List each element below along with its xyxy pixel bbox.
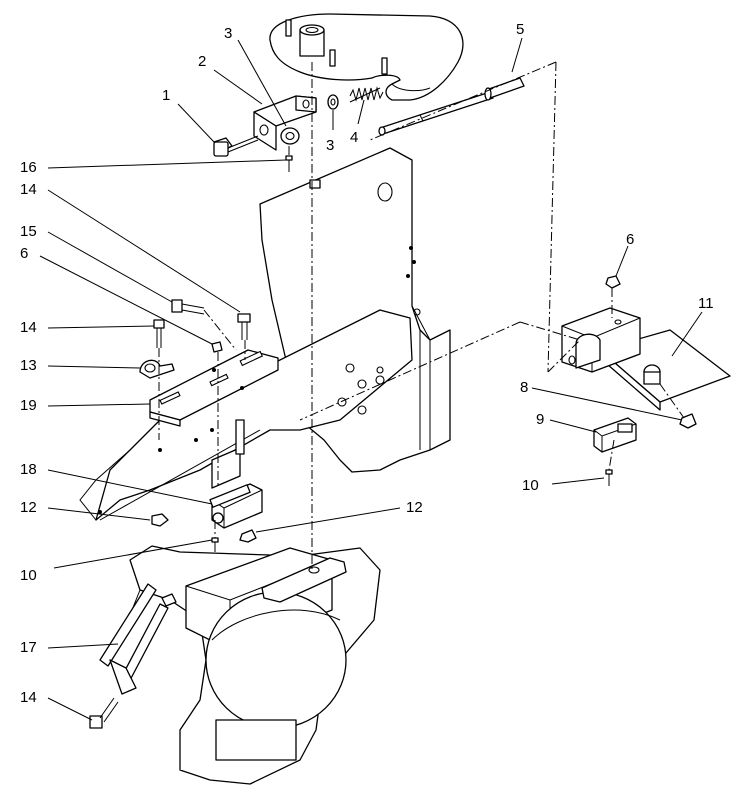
centerlines (158, 61, 685, 570)
callout-16: 16 (20, 159, 37, 176)
bottom-body (119, 545, 381, 785)
callout-10-left: 10 (20, 567, 37, 584)
top-plate (269, 13, 464, 101)
callout-8: 8 (520, 379, 528, 396)
bolt-14-bottom (89, 697, 119, 729)
bolt-14-mid (237, 313, 251, 340)
callout-3-upper: 3 (224, 25, 232, 42)
callout-15: 15 (20, 223, 37, 240)
leader-lines (39, 37, 703, 721)
callout-14-bottom: 14 (20, 689, 37, 706)
bolt-15 (171, 299, 205, 315)
bolt-14-left (153, 319, 165, 348)
screw-10-left (211, 537, 219, 552)
linkage-17 (99, 583, 177, 695)
callout-17: 17 (20, 639, 37, 656)
callout-5: 5 (516, 21, 524, 38)
switch-9 (593, 417, 637, 453)
bolt-1 (213, 135, 259, 157)
spring-4 (349, 86, 384, 103)
nut-6-right (605, 275, 621, 289)
callout-3-lower: 3 (326, 137, 334, 154)
callout-14-mid: 14 (20, 319, 37, 336)
screw-10-right (605, 469, 613, 486)
callout-1: 1 (162, 87, 170, 104)
callout-13: 13 (20, 357, 37, 374)
clamp-13 (139, 359, 175, 379)
callout-2: 2 (198, 53, 206, 70)
nut-12-left (151, 513, 169, 527)
bracket-2 (253, 95, 317, 151)
washer-3-right (327, 94, 339, 110)
screw-16 (285, 155, 293, 172)
callout-6-right: 6 (626, 231, 634, 248)
callout-9: 9 (536, 411, 544, 428)
callout-12-left: 12 (20, 499, 37, 516)
bracket-under-19 (211, 419, 245, 489)
washer-3-left (280, 127, 300, 145)
bracket-11 (561, 307, 731, 411)
callout-10-right: 10 (522, 477, 539, 494)
slotted-plate-19 (149, 349, 279, 427)
callout-14-top: 14 (20, 181, 37, 198)
callouts: 1 2 3 3 4 5 16 14 15 6 14 13 19 18 12 10… (20, 21, 714, 706)
callout-4: 4 (350, 129, 358, 146)
callout-6-left: 6 (20, 245, 28, 262)
nut-12-right (239, 529, 257, 543)
callout-11: 11 (698, 295, 714, 312)
nut-6-left (211, 341, 223, 353)
callout-19: 19 (20, 397, 37, 414)
callout-12-right: 12 (406, 499, 423, 516)
switch-18 (209, 483, 263, 529)
callout-18: 18 (20, 461, 37, 478)
